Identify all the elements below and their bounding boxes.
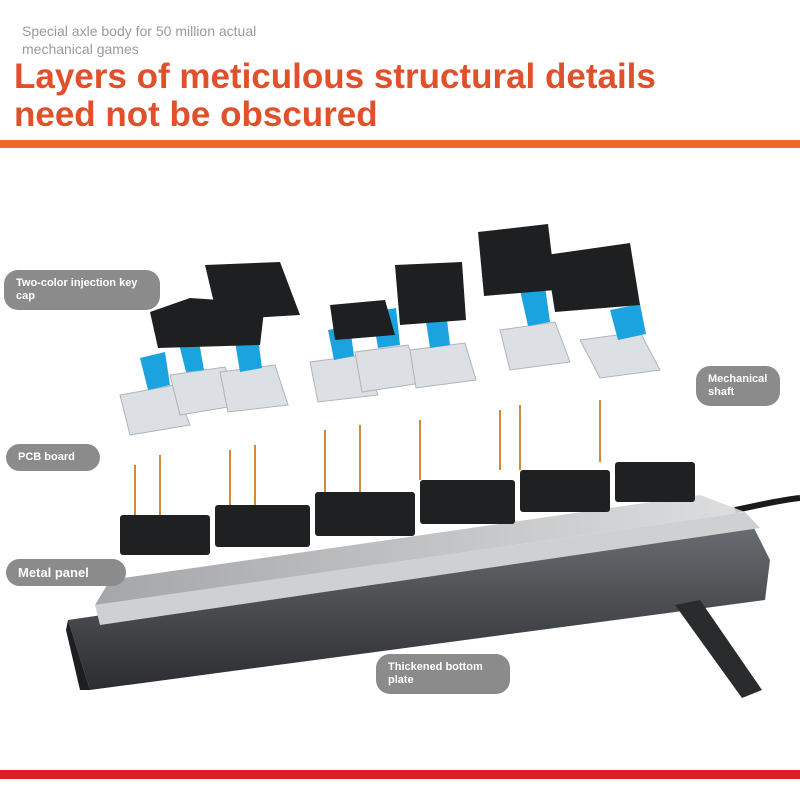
kickstand bbox=[675, 600, 762, 698]
label-metal-panel: Metal panel bbox=[6, 559, 126, 586]
keyboard-exploded-illustration bbox=[66, 224, 800, 698]
label-keycap: Two-color injection key cap bbox=[4, 270, 160, 310]
usb-cable bbox=[734, 495, 800, 513]
headline: Layers of meticulous structural details … bbox=[14, 57, 656, 134]
keycaps bbox=[150, 224, 640, 348]
subtitle: Special axle body for 50 million actual … bbox=[22, 23, 257, 57]
label-mechanical-shaft: Mechanical shaft bbox=[696, 366, 780, 406]
label-bottom-plate: Thickened bottom plate bbox=[376, 654, 510, 694]
top-divider-bar bbox=[0, 140, 800, 148]
pcb-board bbox=[120, 462, 695, 555]
bottom-plate bbox=[66, 520, 770, 690]
label-pcb-board: PCB board bbox=[6, 444, 100, 471]
switch-pins bbox=[134, 400, 601, 515]
switch-housings bbox=[119, 321, 661, 436]
bottom-divider-bar bbox=[0, 770, 800, 779]
metal-panel bbox=[95, 495, 760, 625]
